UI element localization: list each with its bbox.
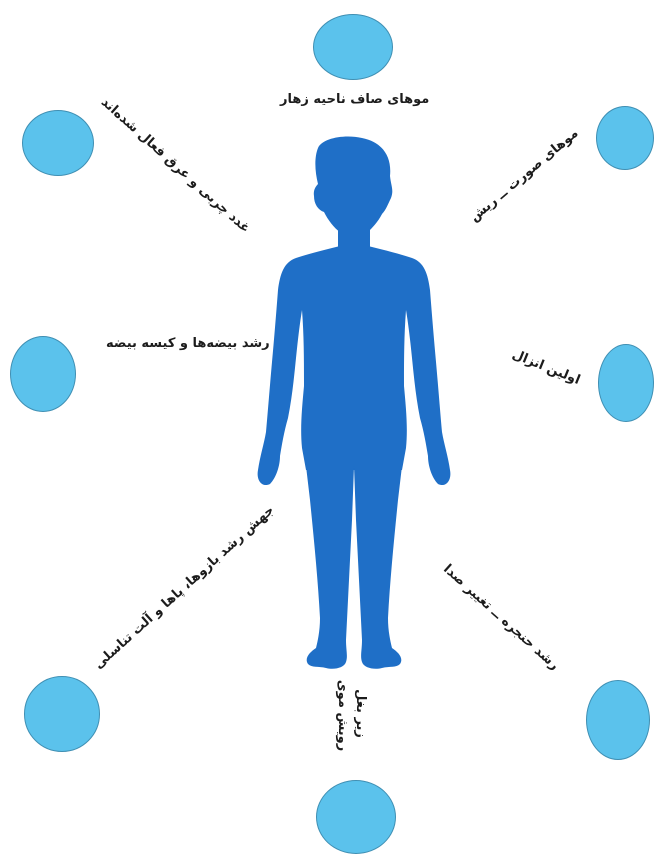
circle-lower-right — [586, 680, 650, 760]
label-testes: رشد بیضه‌ها و کیسه بیضه — [106, 336, 270, 351]
circle-upper-left — [22, 110, 94, 176]
left-leg-shape — [306, 466, 354, 669]
right-leg-shape — [354, 466, 402, 669]
torso-shape — [258, 246, 451, 485]
circle-mid-left — [10, 336, 76, 412]
circle-mid-right — [598, 344, 654, 422]
label-armpit-hair-line2: زیر بغل — [353, 689, 368, 738]
label-armpit-hair-line1: رویش موی — [335, 680, 350, 751]
circle-lower-left — [24, 676, 100, 752]
head-shape — [314, 136, 392, 244]
circle-upper-right — [596, 106, 654, 170]
circle-bottom — [316, 780, 396, 854]
circle-top — [313, 14, 393, 80]
label-pubic-hair: موهای صاف ناحیه زهار — [280, 92, 429, 107]
